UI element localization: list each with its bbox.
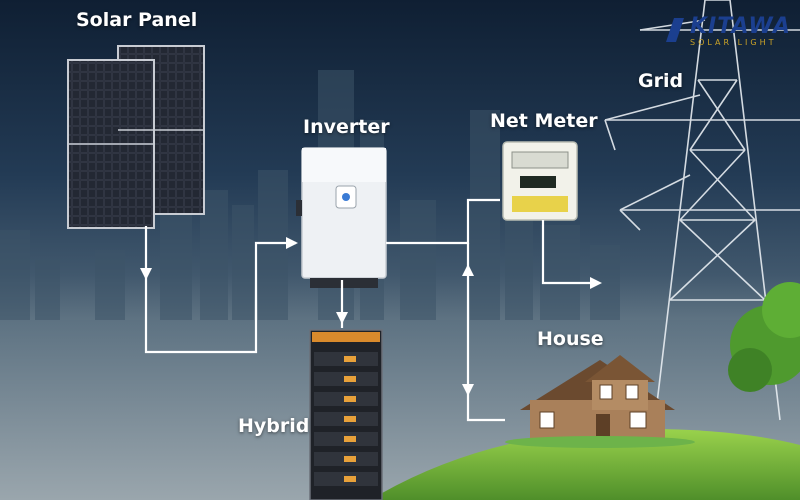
label-inverter: Inverter <box>303 116 390 138</box>
label-grid: Grid <box>638 70 684 92</box>
solar-panel-array <box>67 45 205 229</box>
brand-tagline: SOLAR LIGHT <box>690 38 777 47</box>
grass-hill <box>370 429 800 500</box>
brand-logo-icon <box>666 18 684 42</box>
label-hybrid: Hybrid <box>238 415 310 437</box>
transmission-tower <box>604 0 800 421</box>
brand-name: KITAWA <box>690 14 791 39</box>
tree <box>728 282 800 392</box>
label-solar-panel: Solar Panel <box>76 9 198 31</box>
flow-lines <box>144 198 595 422</box>
inverter-unit <box>296 147 387 288</box>
net-meter-device <box>502 141 578 221</box>
flow-arrows <box>140 237 602 396</box>
label-net-meter: Net Meter <box>490 110 598 132</box>
label-house: House <box>537 328 604 350</box>
house <box>505 355 695 448</box>
hybrid-battery-stack <box>309 329 383 500</box>
